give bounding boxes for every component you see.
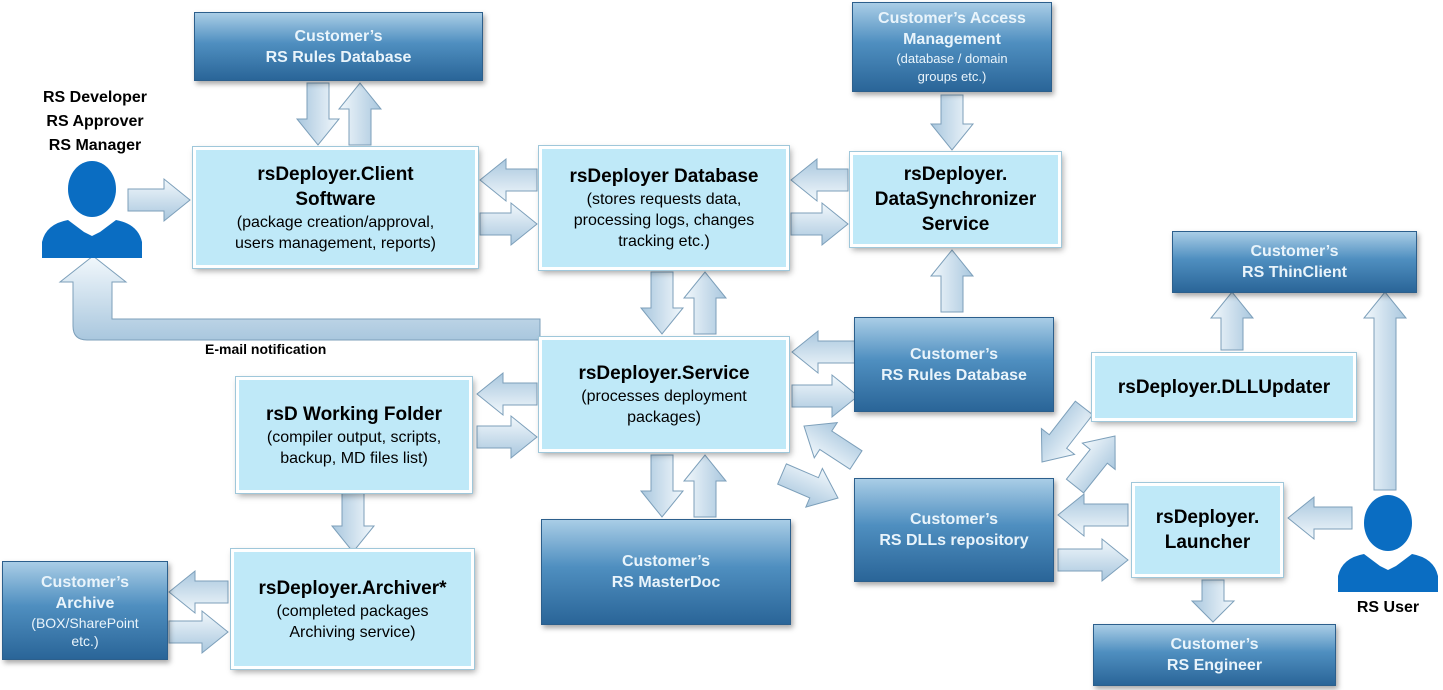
box-line: Customer’s: [621, 553, 711, 570]
rsdeployer-launcher: rsDeployer. Launcher: [1132, 483, 1283, 577]
box-subline: etc.): [71, 632, 99, 649]
arrow-service-to-dllrepo: [777, 463, 839, 508]
arrow-service-to-workingfolder: [476, 371, 538, 417]
arrow-client-to-database: [479, 201, 538, 247]
rsdeployer-service: rsDeployer.Service (processes deployment…: [539, 337, 789, 452]
box-title: Service: [921, 214, 990, 235]
box-line: Management: [903, 31, 1001, 48]
box-subline: (database / domain: [896, 51, 1008, 66]
arrow-user-to-thinclient: [1362, 291, 1408, 491]
arrow-masterdoc-to-service: [682, 454, 728, 518]
arrow-service-to-database: [682, 271, 728, 335]
customer-rs-dlls-repository: Customer’s RS DLLs repository: [854, 478, 1054, 582]
role-developer: RS Developer: [42, 89, 148, 106]
arrow-rulesdb-to-sync: [929, 249, 975, 313]
arrow-access-to-sync: [929, 94, 975, 151]
box-line: Customer’s: [1170, 636, 1259, 653]
box-title: Software: [295, 188, 376, 210]
box-subline: packages): [627, 409, 701, 426]
arrow-service-to-masterdoc: [639, 454, 685, 518]
box-line: Customer’s: [1250, 243, 1339, 260]
box-line: Customer’s Access: [878, 10, 1026, 27]
box-title: rsDeployer.Service: [578, 363, 750, 384]
email-notification-label: E-mail notification: [205, 341, 327, 357]
rsd-working-folder: rsD Working Folder (compiler output, scr…: [236, 377, 472, 493]
arrow-database-to-client: [479, 157, 538, 203]
box-line: Customer’s: [40, 573, 130, 591]
box-title: rsDeployer.Archiver*: [258, 577, 447, 599]
arrow-database-to-sync: [790, 201, 849, 247]
box-line: RS MasterDoc: [611, 574, 721, 591]
customer-archive: Customer’s Archive (BOX/SharePoint etc.): [2, 561, 168, 660]
box-subline: (BOX/SharePoint: [31, 614, 139, 631]
box-line: RS Rules Database: [881, 366, 1027, 384]
box-title: rsDeployer Database: [569, 166, 759, 187]
box-title: rsDeployer.: [1155, 507, 1260, 528]
customer-rs-engineer: Customer’s RS Engineer: [1093, 624, 1336, 686]
arrow-database-to-service: [639, 271, 685, 335]
arrow-dllrepo-to-dllupdater: [1065, 435, 1116, 494]
box-title: rsD Working Folder: [266, 403, 442, 425]
arrow-developer-to-client: [127, 177, 191, 223]
box-subline: processing logs, changes: [573, 212, 755, 229]
arrow-client-to-rulesdb: [337, 82, 383, 146]
box-subline: (processes deployment: [581, 388, 747, 405]
arrow-dllrepo-to-service: [803, 422, 863, 470]
box-line: Archive: [55, 594, 115, 612]
rsdeployer-archiver: rsDeployer.Archiver* (completed packages…: [231, 549, 474, 669]
box-title: Launcher: [1164, 532, 1251, 553]
box-subline: users management, reports): [235, 234, 436, 252]
customer-access-management: Customer’s Access Management (database /…: [852, 2, 1052, 92]
arrow-archiver-to-archive: [168, 569, 229, 615]
box-subline: (package creation/approval,: [236, 213, 435, 231]
person-icon: [1338, 495, 1438, 592]
arrow-launcher-to-engineer: [1190, 579, 1236, 623]
customer-rules-database-top: Customer’s RS Rules Database: [194, 12, 483, 81]
box-title: rsDeployer.Client: [257, 163, 414, 185]
box-subline: (completed packages: [276, 602, 429, 620]
rsdeployer-datasynchronizer-service: rsDeployer. DataSynchronizer Service: [850, 152, 1061, 247]
arrow-archive-to-archiver: [168, 609, 229, 655]
box-line: RS Rules Database: [265, 48, 412, 66]
arrow-sync-to-database: [790, 157, 849, 203]
box-title: rsDeployer.DLLUpdater: [1117, 376, 1331, 398]
box-line: Customer’s: [294, 27, 383, 45]
email-notification-arrow: [58, 255, 541, 341]
role-approver: RS Approver: [46, 113, 144, 130]
developer-roles: RS Developer RS Approver RS Manager: [20, 86, 170, 158]
box-subline: Archiving service): [289, 623, 416, 641]
arrow-service-to-rulesdb: [791, 373, 859, 419]
box-line: Customer’s: [909, 345, 999, 363]
box-title: rsDeployer.: [903, 164, 1008, 185]
person-icon: [42, 161, 142, 258]
box-line: Customer’s: [909, 511, 999, 528]
box-line: RS ThinClient: [1242, 264, 1347, 281]
box-subline: (stores requests data,: [586, 191, 742, 208]
arrow-launcher-to-dllrepo: [1057, 492, 1129, 538]
arrow-dllupdater-to-thinclient: [1209, 291, 1255, 351]
arrow-rulesdb-to-client: [295, 82, 341, 146]
rsdeployer-dllupdater: rsDeployer.DLLUpdater: [1092, 353, 1356, 421]
box-title: DataSynchronizer: [874, 189, 1037, 210]
box-line: RS Engineer: [1166, 657, 1263, 674]
rsdeployer-client-software: rsDeployer.Client Software (package crea…: [193, 147, 478, 268]
box-subline: backup, MD files list): [280, 449, 428, 467]
arrow-dllupdater-to-dllrepo: [1040, 400, 1094, 463]
user-label: RS User: [1356, 599, 1420, 616]
arrow-workingfolder-to-archiver: [330, 489, 376, 553]
customer-rules-database-mid: Customer’s RS Rules Database: [854, 317, 1054, 412]
customer-rs-masterdoc: Customer’s RS MasterDoc: [541, 519, 791, 625]
box-subline: groups etc.): [917, 69, 987, 84]
box-subline: tracking etc.): [618, 233, 710, 250]
arrow-user-to-launcher: [1287, 495, 1353, 541]
arrow-workingfolder-to-service: [476, 414, 538, 460]
arrow-rulesdb-to-service: [791, 329, 859, 375]
role-manager: RS Manager: [48, 137, 142, 154]
box-line: RS DLLs repository: [879, 532, 1029, 549]
box-subline: (compiler output, scripts,: [266, 428, 442, 446]
rsdeployer-database: rsDeployer Database (stores requests dat…: [539, 146, 789, 270]
arrow-dllrepo-to-launcher: [1057, 537, 1129, 583]
customer-rs-thinclient: Customer’s RS ThinClient: [1172, 231, 1417, 293]
